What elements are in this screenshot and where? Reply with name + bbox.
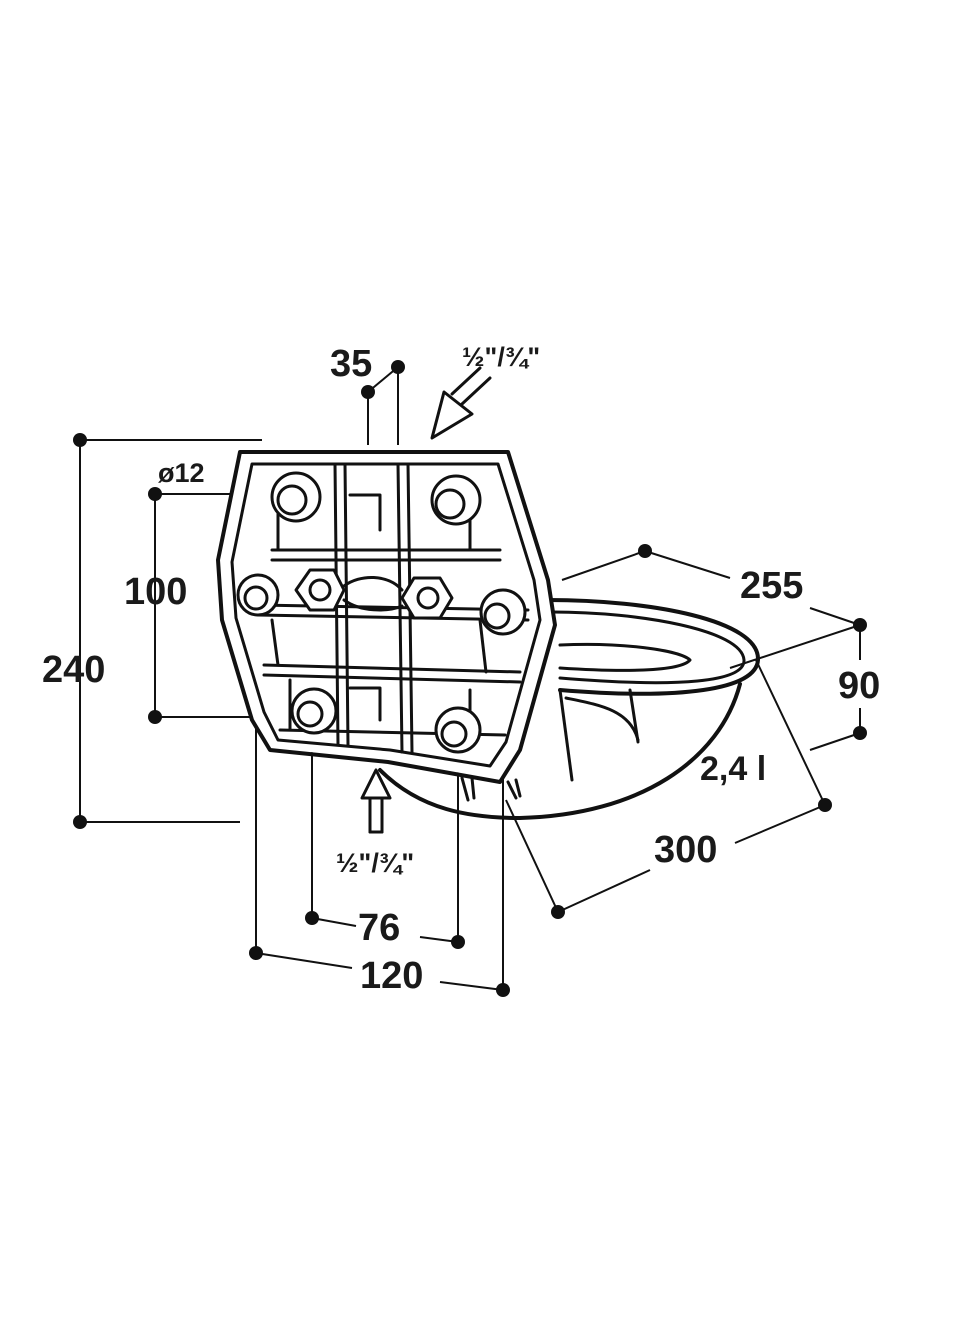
- label-bowl-length: 300: [654, 829, 717, 871]
- label-total-height: 240: [42, 649, 105, 691]
- dimension-labels: 35 ½"/¾" ø12 100 240 255 90 2,4 l 300 ½"…: [42, 342, 880, 997]
- mounting-holes: [236, 471, 527, 754]
- label-plate-width: 120: [360, 955, 423, 997]
- label-hole-diameter: ø12: [158, 458, 205, 488]
- label-top-offset: 35: [330, 343, 372, 385]
- label-hole-vertical-spacing: 100: [124, 571, 187, 613]
- label-hole-horizontal-spacing: 76: [358, 907, 400, 949]
- label-bowl-width: 255: [740, 565, 803, 607]
- label-bowl-depth: 90: [838, 665, 880, 707]
- label-inlet-top: ½"/¾": [462, 342, 540, 372]
- inlet-hex-bosses: [294, 568, 454, 620]
- label-inlet-bottom: ½"/¾": [336, 848, 414, 878]
- inlet-arrow-bottom: [360, 768, 392, 834]
- plate-ribs: [256, 462, 530, 754]
- inlet-arrow-top: [430, 366, 492, 440]
- label-capacity: 2,4 l: [700, 750, 766, 788]
- mounting-plate: [216, 450, 557, 802]
- bowl: [378, 598, 761, 820]
